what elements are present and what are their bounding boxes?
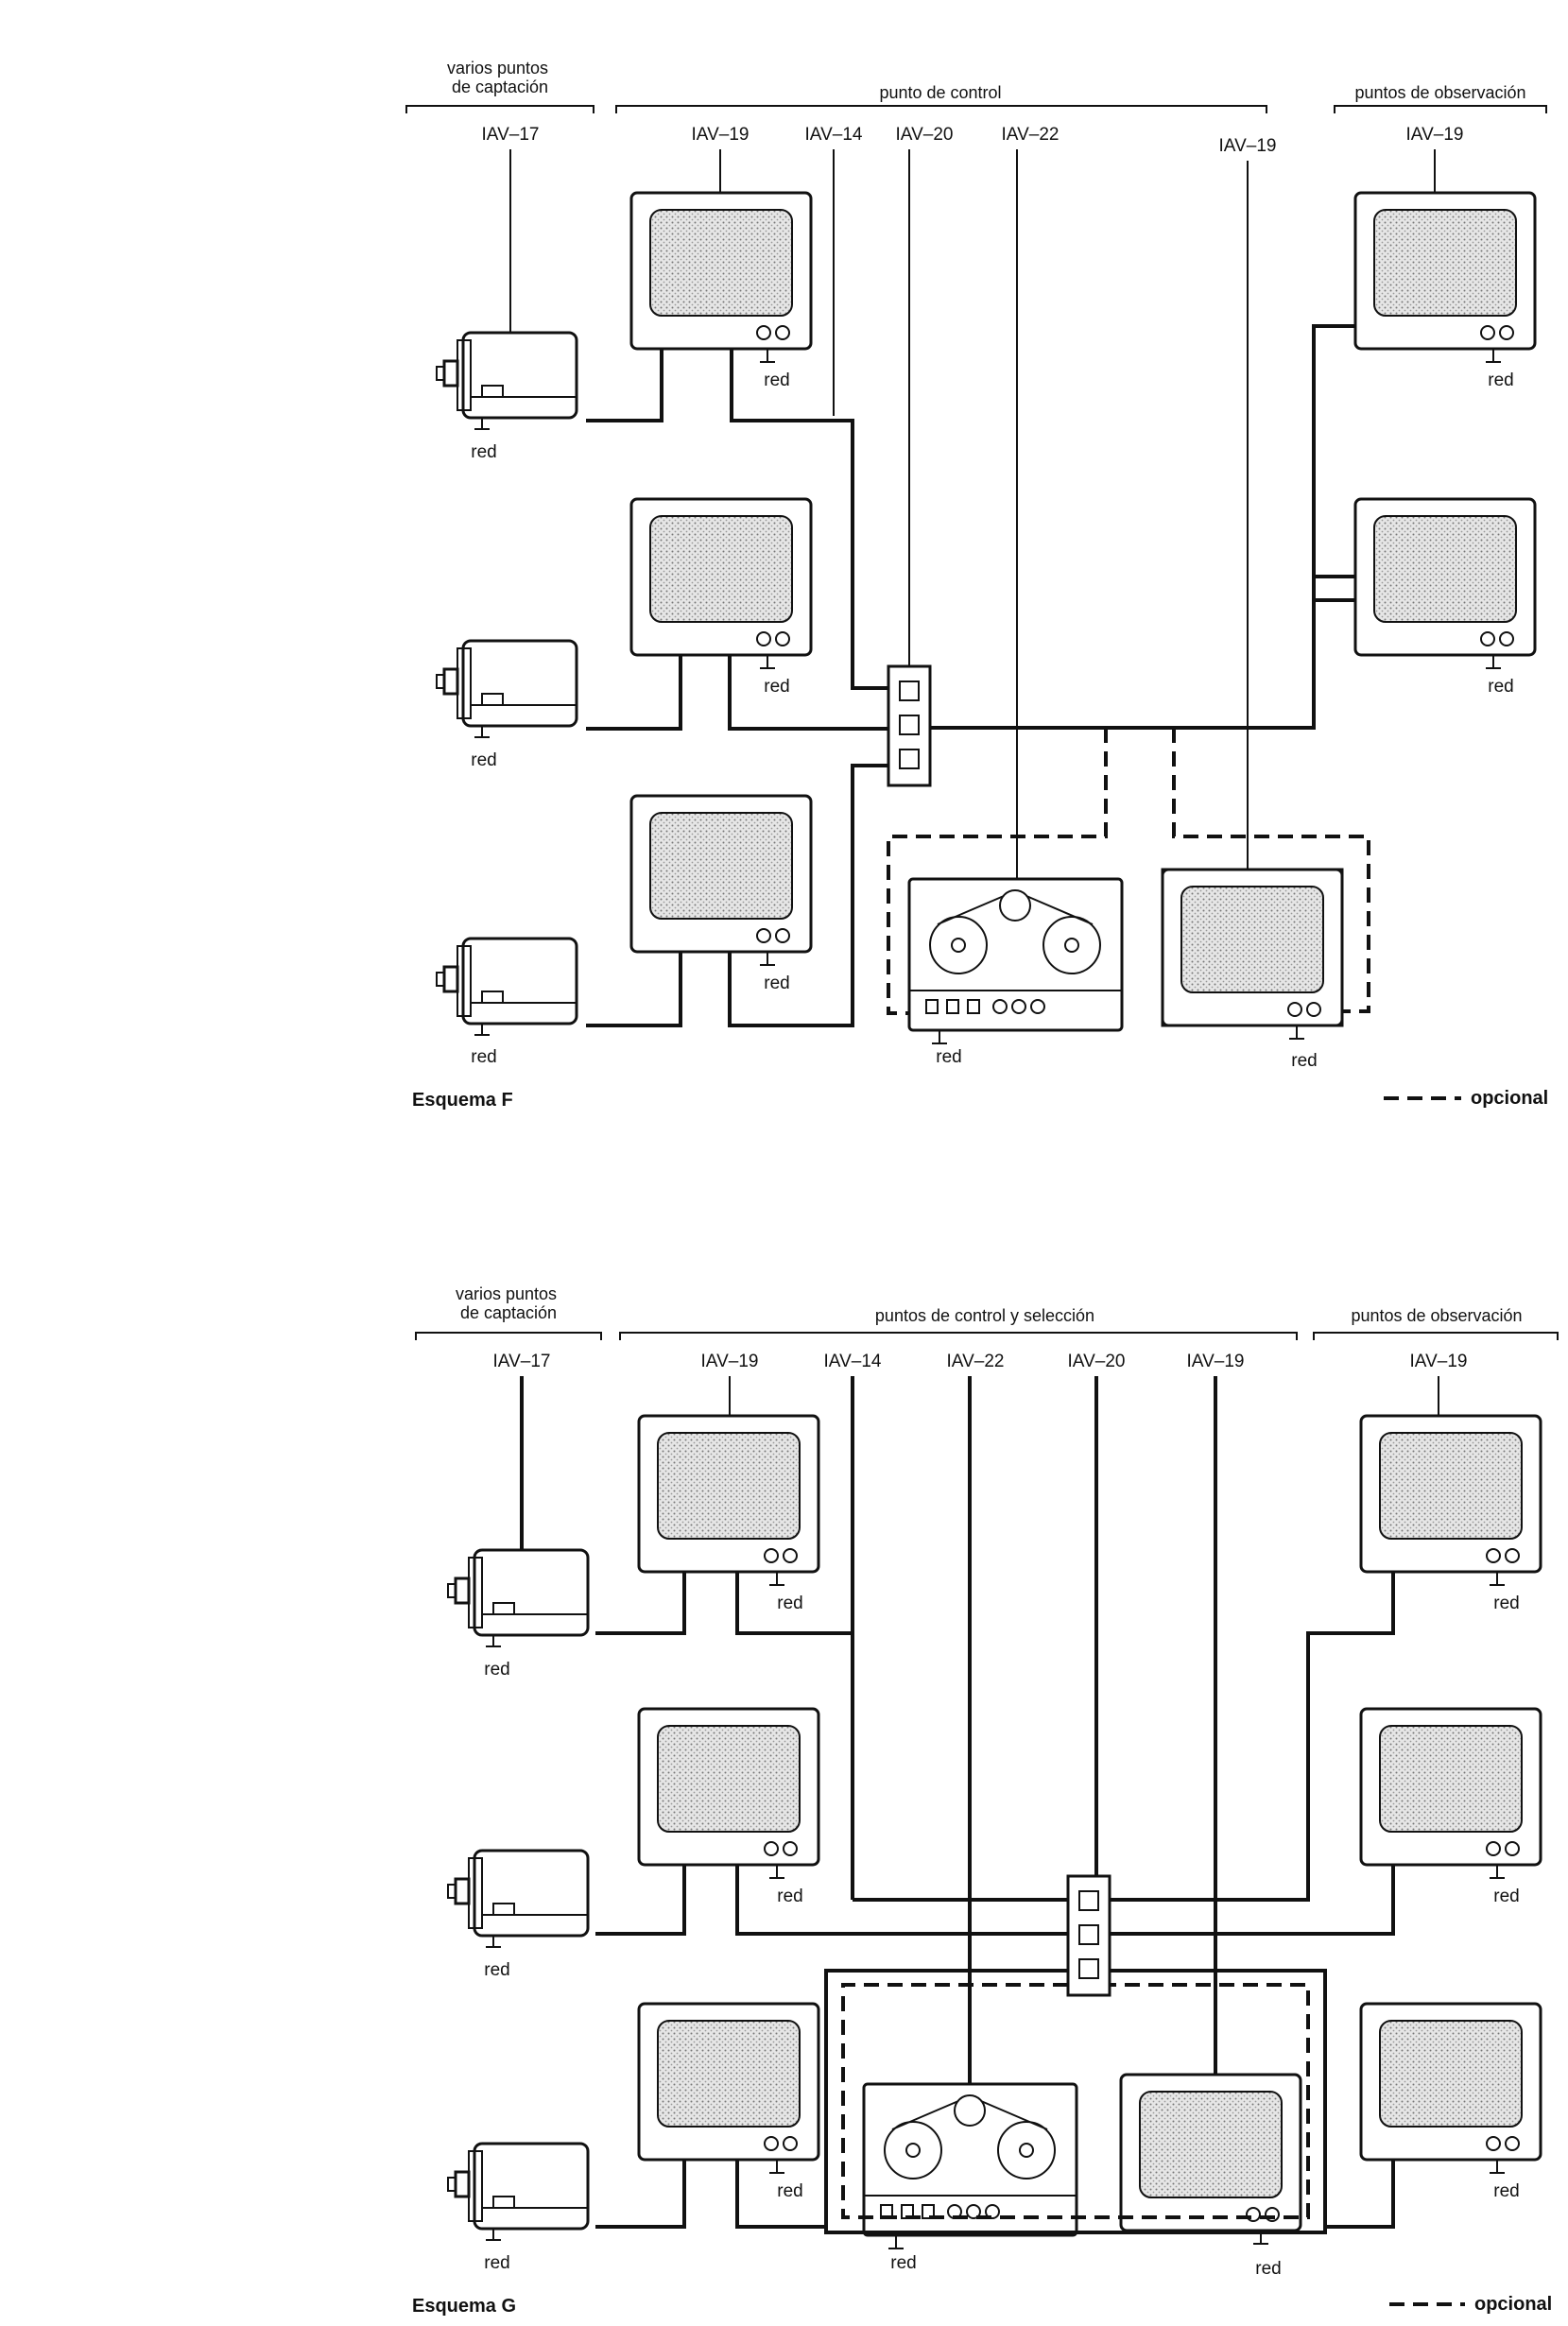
power-label: red [1255,2259,1281,2279]
bracket-control: punto de control [615,83,1267,113]
switcher [1066,1874,1111,1997]
section-capture-line1: varios puntos [447,59,548,78]
label-recorder: IAV–22 [1002,125,1060,145]
power-label: red [1488,677,1513,697]
label-recorder: IAV–22 [947,1352,1005,1371]
section-capture-label: varios puntos de captación [456,1284,561,1322]
label-monitor-control: IAV–19 [1187,1352,1245,1371]
section-observation-label: puntos de observación [1354,83,1525,102]
power-label: red [471,442,496,462]
power-label: red [764,370,789,390]
section-control-label: punto de control [879,83,1001,102]
camera-3 [446,2142,590,2242]
monitor-observation-2 [1359,1707,1542,1867]
monitor-observation-1 [1359,1414,1542,1574]
camera-1 [446,1548,590,1648]
power-label: red [471,750,496,770]
power-label: red [936,1047,961,1067]
bracket-capture: varios puntos de captación [415,1284,602,1340]
power-label: red [777,1887,802,1906]
power-label: red [1493,1594,1519,1613]
power-label: red [1488,370,1513,390]
section-capture-line2: de captación [452,78,548,96]
power-label: red [777,1594,802,1613]
label-monitor-control: IAV–19 [1219,136,1277,156]
label-switcher: IAV–20 [1068,1352,1126,1371]
section-capture-line2-g: de captación [460,1303,557,1322]
schema-f: varios puntos de captación punto de cont… [405,59,1548,1111]
camera-2 [435,639,578,739]
power-label: red [764,973,789,993]
section-control-label: puntos de control y selección [875,1306,1094,1325]
power-label: red [484,1660,509,1680]
label-monitor-left: IAV–19 [692,125,750,145]
monitor-control [1119,2073,1302,2232]
label-camera: IAV–17 [482,125,540,145]
label-monitor-left: IAV–19 [701,1352,759,1371]
tape-recorder [907,877,1124,1032]
power-label: red [1291,1051,1317,1071]
monitor-control [1161,868,1344,1027]
label-switcher: IAV–20 [896,125,954,145]
camera-2 [446,1849,590,1949]
bracket-observation: puntos de observación [1313,1306,1559,1340]
legend-label: opcional [1471,1088,1548,1109]
schema-title: Esquema F [412,1090,513,1111]
monitor-left-2 [629,497,813,657]
bracket-capture: varios puntos de captación [405,59,594,113]
schema-title: Esquema G [412,2296,516,2317]
label-switcher-line: IAV–14 [805,125,863,145]
monitor-left-3 [637,2002,820,2162]
power-label: red [890,2253,916,2273]
power-label: red [484,1960,509,1980]
monitor-observation-3 [1359,2002,1542,2162]
tape-recorder [862,2082,1078,2237]
section-observation-label: puntos de observación [1351,1306,1522,1325]
label-camera: IAV–17 [493,1352,551,1371]
camera-3 [435,937,578,1037]
monitor-observation-1 [1353,191,1537,351]
monitor-left-1 [629,191,813,351]
bracket-control: puntos de control y selección [619,1306,1298,1340]
legend-label: opcional [1474,2294,1552,2315]
power-label: red [777,2181,802,2201]
bracket-observation: puntos de observación [1334,83,1547,113]
power-label: red [484,2253,509,2273]
power-label: red [764,677,789,697]
power-label: red [471,1047,496,1067]
monitor-observation-2 [1353,497,1537,657]
section-capture-label: varios puntos de captación [447,59,553,96]
schema-g: varios puntos de captación puntos de con… [412,1284,1559,2317]
monitor-left-3 [629,794,813,954]
power-label: red [1493,2181,1519,2201]
label-monitor-observation: IAV–19 [1406,125,1464,145]
camera-1 [435,331,578,431]
switcher [887,664,932,787]
monitor-left-1 [637,1414,820,1574]
label-switcher-line: IAV–14 [824,1352,882,1371]
power-label: red [1493,1887,1519,1906]
section-capture-line1-g: varios puntos [456,1284,557,1303]
monitor-left-2 [637,1707,820,1867]
label-monitor-observation: IAV–19 [1410,1352,1468,1371]
